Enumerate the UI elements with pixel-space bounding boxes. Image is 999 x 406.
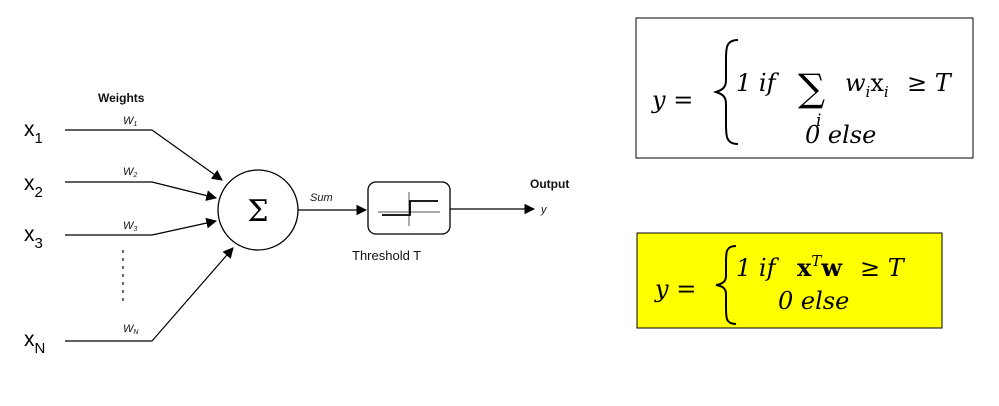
sum-label: Sum <box>310 192 333 204</box>
input-x2-label: x2 <box>24 172 43 201</box>
formula-sum-index: i <box>816 111 821 131</box>
weight-w2-label: W2 <box>123 166 137 179</box>
input-x3-label: x3 <box>24 223 43 252</box>
formula-vector-product: xTw <box>797 252 843 282</box>
weight-arrow-3 <box>151 217 218 236</box>
step-function-icon <box>378 192 440 226</box>
formula-sum-brace <box>712 39 739 145</box>
formula-sum-term: wixi <box>845 69 889 101</box>
formula-vector-brace <box>715 245 737 325</box>
formula-vector-lhs: y = <box>654 275 696 303</box>
weight-wn-label: WN <box>123 323 139 336</box>
formula-vector-case2: 0 else <box>778 287 849 315</box>
weights-title: Weights <box>98 91 145 105</box>
formula-vector: y = 1 if xTw ≥ T 0 else <box>636 232 943 329</box>
weight-arrow-2 <box>151 181 218 201</box>
threshold-label: Threshold T <box>352 248 421 263</box>
weight-w1-label: W1 <box>123 115 137 128</box>
formula-sum-relation: ≥ T <box>907 69 953 97</box>
output-var: y <box>540 204 548 216</box>
formula-sum-box <box>635 17 974 159</box>
sigma-symbol: Σ <box>247 194 268 229</box>
input-xn-label: xN <box>24 328 45 357</box>
output-title: Output <box>530 177 569 191</box>
weight-arrow-1 <box>151 129 223 181</box>
input-x1-label: x1 <box>24 118 43 147</box>
formula-sum-case2: 0 else <box>805 121 876 149</box>
formula-vector-relation: ≥ T <box>860 254 906 282</box>
formula-sum-lhs: y = <box>651 86 693 114</box>
formula-vector-box <box>636 232 943 329</box>
weight-arrow-n <box>151 247 234 342</box>
weight-w3-label: W3 <box>123 220 137 233</box>
formula-sum: y = 1 if ∑ i wixi ≥ T 0 else <box>635 17 974 159</box>
formula-sum-case1: 1 if <box>736 69 780 97</box>
formula-vector-case1: 1 if <box>736 254 780 282</box>
formula-sum-symbol: ∑ <box>798 66 825 110</box>
